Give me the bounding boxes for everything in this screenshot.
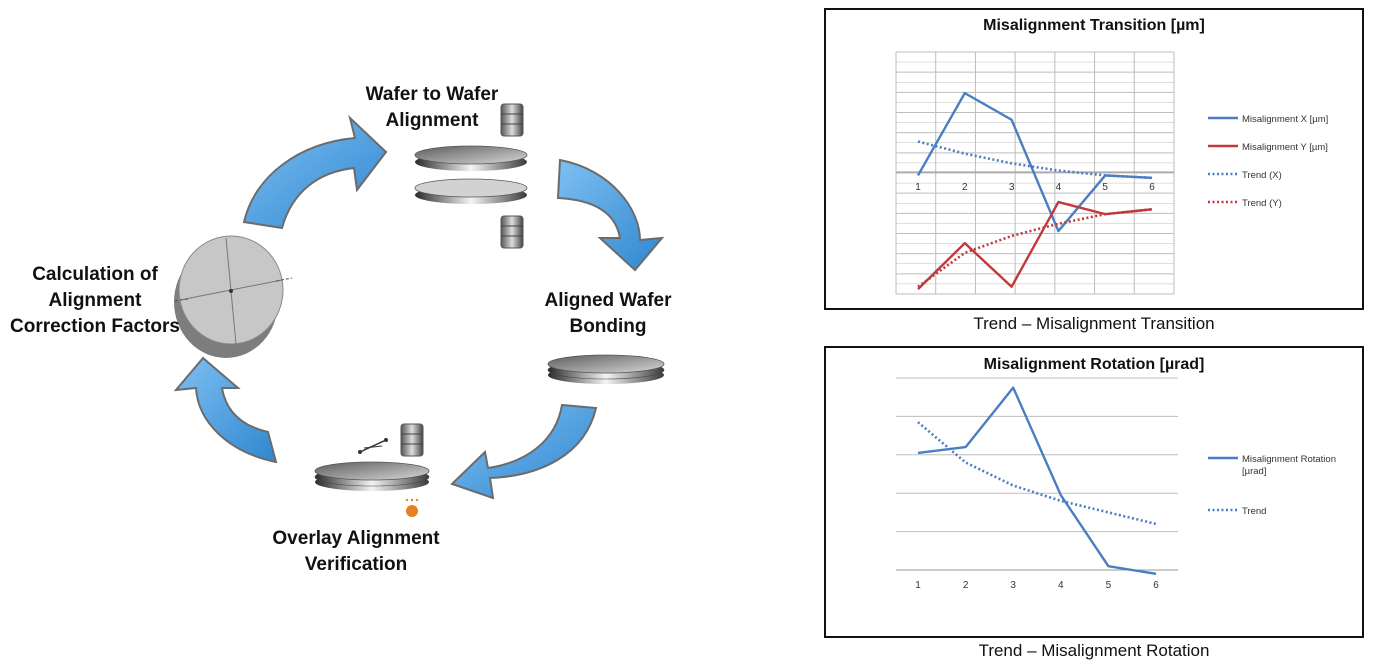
transition-chart-title: Misalignment Transition [µm]	[983, 17, 1205, 34]
cycle-arrow-bottom-right	[450, 403, 598, 500]
rotation-chart-panel: Misalignment Rotation [µrad] 1 2 3 4 5 6 Misal…	[824, 346, 1364, 638]
lens-top-icon	[500, 103, 524, 137]
series-line	[917, 421, 1157, 526]
bottom-wafer-icon	[414, 178, 528, 204]
alignment-cycle-diagram	[173, 103, 665, 517]
crosshair-icon	[358, 438, 388, 454]
series-line	[917, 386, 1157, 576]
legend-label: Misalignment Y [µm]	[1242, 142, 1328, 153]
bonded-wafer-stack-icon	[547, 354, 665, 384]
legend-label: Misalignment X [µm]	[1242, 114, 1328, 125]
legend-label: [µrad]	[1242, 466, 1266, 477]
transition-caption: Trend – Misalignment Transition	[973, 314, 1215, 333]
x-tick-label: 5	[1102, 182, 1108, 193]
legend-label: Trend (X)	[1242, 170, 1282, 181]
legend-label: Trend (Y)	[1242, 198, 1282, 209]
rotation-chart-title: Misalignment Rotation [µrad]	[983, 356, 1205, 373]
x-tick-label: 4	[1056, 182, 1062, 193]
legend-label: Trend	[1242, 506, 1266, 517]
transition-chart: 1 2 3 4 5 6 Misalignment X [µm] Misalignment Y …	[895, 51, 1328, 295]
x-tick-label: 3	[1009, 182, 1015, 193]
lens-bottom-icon	[500, 215, 524, 249]
series-line	[917, 140, 1153, 180]
x-tick-label: 4	[1058, 580, 1064, 591]
x-tick-label: 1	[915, 182, 921, 193]
stage-label-wafer-alignment: Wafer to Wafer Alignment	[365, 84, 499, 131]
series-line	[916, 91, 1153, 233]
calculation-wafer-icon	[174, 235, 293, 358]
x-tick-label: 3	[1010, 580, 1016, 591]
stage-label-calculation: Calculation of Alignment Correction Fact…	[10, 264, 180, 337]
cycle-arrow-top-right	[556, 158, 665, 272]
x-tick-label: 5	[1106, 580, 1112, 591]
x-tick-label: 6	[1153, 580, 1159, 591]
x-tick-label: 2	[962, 182, 968, 193]
overlay-lens-icon	[400, 423, 424, 457]
light-source-icon	[405, 498, 419, 517]
cycle-arrow-bottom-left	[173, 356, 278, 464]
top-wafer-icon	[414, 145, 528, 171]
overlay-wafer-stack-icon	[314, 461, 430, 491]
cycle-arrow-top-left	[242, 114, 388, 230]
transition-chart-panel: Misalignment Transition [µm] 1 2 3 4 5 6 Misal…	[824, 8, 1364, 310]
x-tick-label: 2	[963, 580, 969, 591]
x-tick-label: 1	[915, 580, 921, 591]
legend-label: Misalignment Rotation	[1242, 454, 1336, 465]
stage-label-overlay: Overlay Alignment Verification	[272, 528, 440, 575]
rotation-caption: Trend – Misalignment Rotation	[978, 641, 1210, 660]
series-line	[917, 208, 1153, 288]
series-line	[917, 200, 1153, 291]
stage-label-bonding: Aligned Wafer Bonding	[544, 290, 672, 337]
rotation-chart: 1 2 3 4 5 6 Misalignment Rotation[µrad] Trend	[896, 377, 1336, 591]
x-tick-label: 6	[1149, 182, 1155, 193]
